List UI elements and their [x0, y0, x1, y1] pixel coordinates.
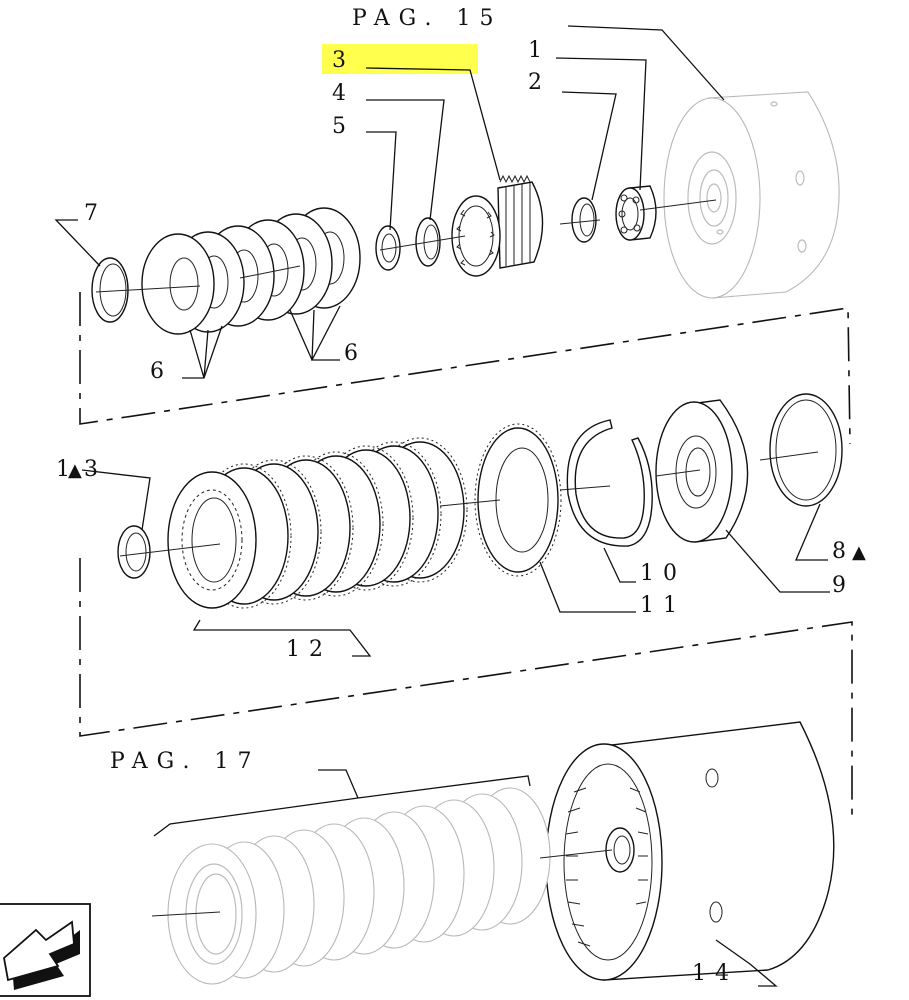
thrust-washer [375, 225, 401, 271]
backing-plate [474, 423, 562, 577]
callout-3: 3 [332, 48, 352, 73]
callout-12: 12 [286, 637, 332, 662]
callout-5: 5 [332, 114, 352, 139]
clutch-disc-pack [167, 437, 468, 609]
callout-6-left: 6 [150, 359, 170, 384]
page-reference-bottom: PAG. 17 [110, 749, 260, 774]
callout-8: 8 [832, 539, 852, 564]
o-ring-13 [117, 525, 151, 579]
callout-10: 10 [640, 561, 686, 586]
clutch-piston [655, 399, 749, 543]
callout-13-suffix: 3 [84, 457, 104, 482]
clutch-disc-pack-ghost [167, 787, 551, 985]
triangle-icon: ▲ [852, 542, 866, 563]
callout-14: 14 [692, 961, 738, 986]
circlip [566, 419, 653, 547]
disc-springs [141, 207, 361, 335]
callout-13-prefix: 1 [56, 457, 76, 482]
piston-seal-ring [769, 393, 843, 507]
snap-ring-2 [571, 197, 597, 243]
needle-bearing [615, 185, 657, 241]
callout-4: 4 [332, 81, 352, 106]
callout-2: 2 [528, 70, 548, 95]
clutch-drum [545, 721, 835, 981]
triangle-icon: ▲ [68, 460, 82, 481]
navigation-arrow-icon[interactable] [0, 903, 91, 997]
splined-gear [451, 174, 544, 277]
callout-6-right: 6 [344, 341, 364, 366]
callout-9: 9 [832, 573, 852, 598]
callout-11: 11 [640, 593, 686, 618]
callout-7: 7 [84, 201, 104, 226]
page-reference-top: PAG. 15 [352, 6, 502, 31]
callout-1: 1 [528, 38, 548, 63]
clutch-drum-housing [663, 91, 840, 299]
